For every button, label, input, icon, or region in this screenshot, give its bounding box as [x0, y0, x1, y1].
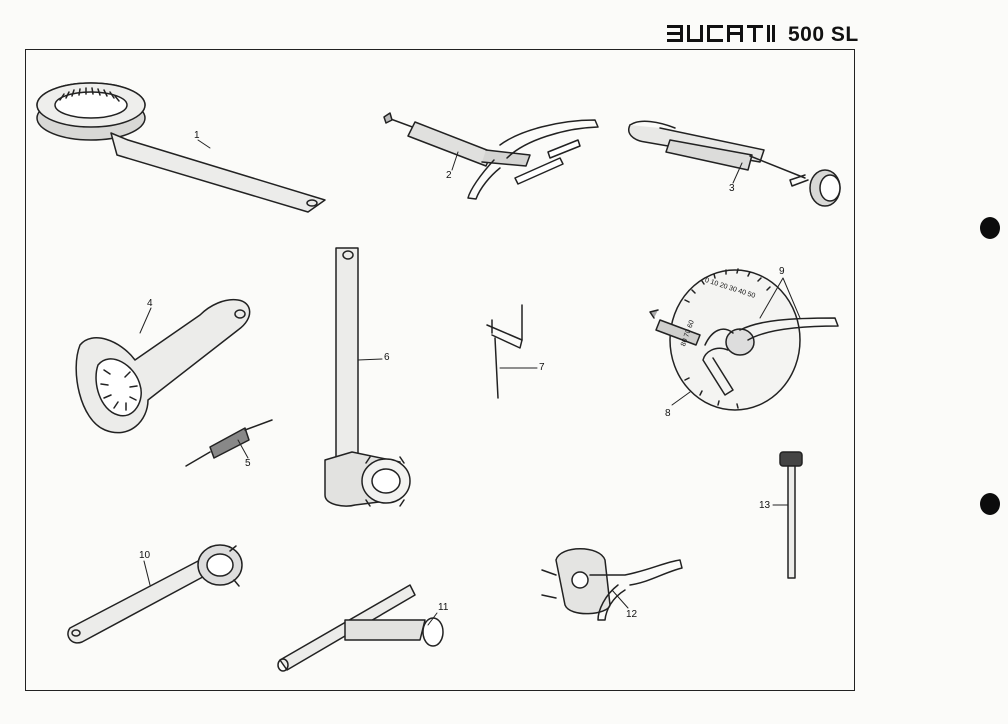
callout-3: 3 — [729, 183, 735, 194]
punch-hole-bottom — [980, 493, 1000, 515]
callout-6: 6 — [384, 352, 390, 363]
callout-8: 8 — [665, 408, 671, 419]
callout-4: 4 — [147, 298, 153, 309]
callout-5: 5 — [245, 458, 251, 469]
tool-11-t-socket — [277, 584, 444, 672]
tool-4-face-spanner — [75, 298, 251, 434]
tool-1-ring-spanner — [36, 82, 326, 213]
callout-2: 2 — [446, 170, 452, 181]
model-title: 500 SL — [788, 23, 859, 46]
callout-12: 12 — [626, 609, 638, 620]
callout-1: 1 — [194, 130, 200, 141]
tool-10-hook-wrench — [67, 544, 243, 644]
tool-13-drift — [779, 451, 803, 579]
tool-3-puller — [628, 120, 841, 207]
callout-7: 7 — [539, 362, 545, 373]
callout-13: 13 — [759, 500, 771, 511]
tool-6-pin-wrench — [324, 247, 411, 507]
punch-hole-top — [980, 217, 1000, 239]
tool-2-extractor — [383, 112, 599, 200]
tool-7-bent-key — [486, 304, 523, 399]
tool-5-pin-punch — [185, 419, 273, 467]
ducati-logo — [667, 25, 775, 42]
figure-frame — [25, 49, 855, 691]
callout-11: 11 — [438, 602, 449, 613]
tool-12-flange-puller — [541, 548, 683, 621]
callout-9: 9 — [779, 266, 785, 277]
callout-10: 10 — [139, 550, 151, 561]
